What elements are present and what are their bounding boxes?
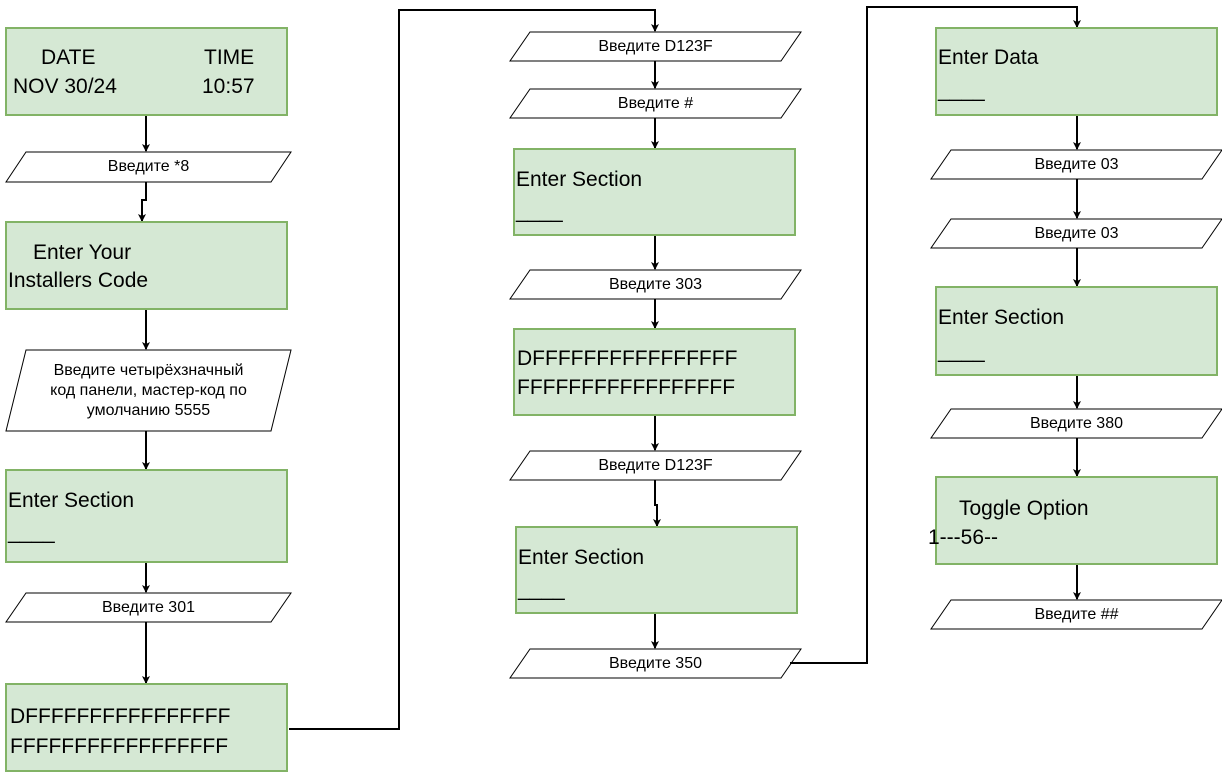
arrow-connector	[653, 480, 661, 527]
input-shape-380	[930, 408, 1222, 439]
installer-code-line2: Installers Code	[8, 269, 149, 292]
input-shape-d123f-top	[509, 31, 802, 62]
toggle-option-title: Toggle Option	[959, 497, 1089, 520]
input-step-star8: Введите *8	[107, 158, 190, 175]
toggle-option-value: 1---56--	[928, 526, 999, 549]
input-step-d123f-bottom: Введите D123F	[598, 456, 713, 474]
input-step-hash: Введите #	[617, 94, 694, 112]
enter-data-display: Enter Data ____	[935, 27, 1218, 116]
date-time-display: DATE TIME NOV 30/24 10:57	[5, 27, 288, 116]
enter-section-blank: ____	[938, 340, 985, 363]
input-step-380: Введите 380	[1030, 414, 1123, 432]
input-step-03-second: Введите 03	[1034, 224, 1119, 242]
date-value: NOV 30/24	[13, 75, 117, 98]
input-shape-03-second	[930, 218, 1222, 249]
arrow-connector	[138, 182, 147, 222]
data-line1: DFFFFFFFFFFFFFFFF	[517, 347, 738, 370]
input-shape-hash	[509, 88, 802, 119]
enter-section-title: Enter Section	[8, 489, 135, 512]
data-line2: FFFFFFFFFFFFFFFFF	[10, 735, 229, 758]
input-shape-d123f-bottom	[509, 450, 802, 481]
input-step-301: Введите 301	[102, 598, 195, 616]
input-shape-code	[5, 349, 292, 432]
installer-code-display: Enter Your Installers Code	[5, 221, 288, 310]
input-shape-301	[5, 592, 292, 623]
enter-data-blank: ____	[938, 79, 985, 102]
input-step-code: Введите четырёхзначный код панели, масте…	[50, 361, 247, 419]
input-shape-303	[509, 269, 802, 300]
input-step-hashhash: Введите ##	[1034, 605, 1119, 623]
time-label: TIME	[204, 46, 255, 69]
data-line2: FFFFFFFFFFFFFFFFF	[517, 376, 736, 399]
enter-section-blank: ____	[516, 200, 563, 223]
installer-code-line1: Enter Your	[33, 241, 132, 264]
arrow-connector	[289, 9, 659, 730]
time-value: 10:57	[202, 75, 255, 98]
input-shape-350	[509, 648, 802, 679]
enter-section-display-2: Enter Section ____	[515, 526, 798, 614]
enter-section-display-3: Enter Section ____	[935, 286, 1218, 376]
date-label: DATE	[41, 46, 96, 69]
enter-section-blank: ____	[518, 578, 565, 601]
enter-data-title: Enter Data	[938, 46, 1039, 69]
input-shape-hashhash	[930, 599, 1222, 630]
input-step-03-first: Введите 03	[1034, 155, 1119, 173]
arrow-connector	[790, 6, 1081, 664]
data-display: DFFFFFFFFFFFFFFFF FFFFFFFFFFFFFFFFF	[5, 683, 288, 772]
enter-section-title: Enter Section	[518, 546, 645, 569]
toggle-option-display: Toggle Option 1---56--	[928, 476, 1218, 565]
input-shape-03-first	[930, 149, 1222, 180]
input-step-350: Введите 350	[609, 654, 702, 672]
data-line1: DFFFFFFFFFFFFFFFF	[10, 705, 231, 728]
enter-section-display-1: Enter Section ____	[513, 148, 796, 236]
enter-section-blank: ____	[8, 521, 55, 544]
enter-section-title: Enter Section	[938, 306, 1065, 329]
enter-section-display: Enter Section ____	[5, 469, 288, 563]
enter-section-title: Enter Section	[516, 168, 643, 191]
input-step-d123f-top: Введите D123F	[598, 37, 713, 55]
input-step-303: Введите 303	[609, 275, 702, 293]
data-display-2: DFFFFFFFFFFFFFFFF FFFFFFFFFFFFFFFFF	[513, 328, 796, 416]
input-shape-star8	[5, 151, 292, 183]
